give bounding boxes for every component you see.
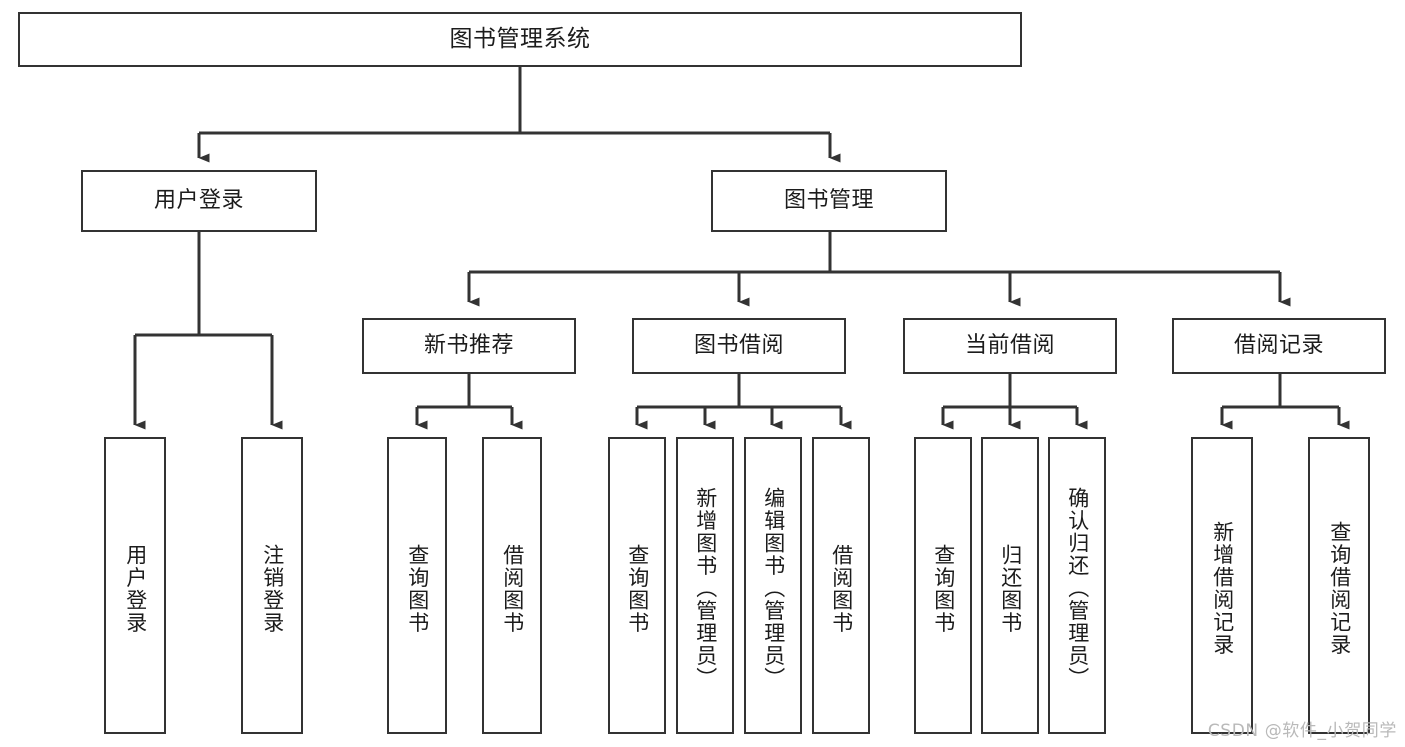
node-borrowing-record[interactable]: 借阅记录 (1172, 318, 1386, 374)
leaf-return-book[interactable]: 归还图书 (981, 437, 1039, 734)
leaf-query-book-recommendation[interactable]: 查询图书 (387, 437, 447, 734)
leaf-confirm-return-admin[interactable]: 确认归还（管理员） (1048, 437, 1106, 734)
node-label: 用户登录 (123, 543, 148, 634)
leaf-add-borrowing-record[interactable]: 新增借阅记录 (1191, 437, 1253, 734)
node-label: 查询图书 (405, 543, 430, 634)
node-label: 新增借阅记录 (1210, 521, 1235, 656)
node-label: 编辑图书（管理员） (761, 487, 786, 690)
node-label: 查询图书 (625, 543, 650, 634)
node-label: 图书管理系统 (449, 25, 591, 52)
node-label: 图书借阅 (693, 333, 784, 359)
node-label: 新增图书（管理员） (693, 487, 718, 690)
node-book-borrowing[interactable]: 图书借阅 (632, 318, 846, 374)
leaf-query-book-borrowing[interactable]: 查询图书 (608, 437, 666, 734)
leaf-query-book-current[interactable]: 查询图书 (914, 437, 972, 734)
leaf-add-book-admin[interactable]: 新增图书（管理员） (676, 437, 734, 734)
csdn-watermark: CSDN @软件_小贺同学 (1207, 721, 1397, 741)
node-label: 图书管理 (783, 188, 874, 214)
node-label: 归还图书 (998, 543, 1023, 634)
leaf-borrow-book-recommendation[interactable]: 借阅图书 (482, 437, 542, 734)
node-label: 确认归还（管理员） (1065, 487, 1090, 690)
node-label: 借阅图书 (500, 543, 525, 634)
node-label: 用户登录 (153, 188, 244, 214)
node-book-management[interactable]: 图书管理 (711, 170, 947, 232)
node-label: 借阅图书 (829, 543, 854, 634)
node-new-book-recommendation[interactable]: 新书推荐 (362, 318, 576, 374)
leaf-user-login[interactable]: 用户登录 (104, 437, 166, 734)
node-label: 查询图书 (931, 543, 956, 634)
node-label: 当前借阅 (964, 333, 1055, 359)
node-label: 借阅记录 (1233, 333, 1324, 359)
leaf-query-borrowing-record[interactable]: 查询借阅记录 (1308, 437, 1370, 734)
node-root-book-management-system[interactable]: 图书管理系统 (18, 12, 1022, 67)
node-label: 注销登录 (260, 543, 285, 634)
leaf-edit-book-admin[interactable]: 编辑图书（管理员） (744, 437, 802, 734)
leaf-borrow-book-borrowing[interactable]: 借阅图书 (812, 437, 870, 734)
node-label: 新书推荐 (423, 333, 514, 359)
node-user-login[interactable]: 用户登录 (81, 170, 317, 232)
node-current-borrowing[interactable]: 当前借阅 (903, 318, 1117, 374)
node-label: 查询借阅记录 (1327, 521, 1352, 656)
leaf-logout[interactable]: 注销登录 (241, 437, 303, 734)
